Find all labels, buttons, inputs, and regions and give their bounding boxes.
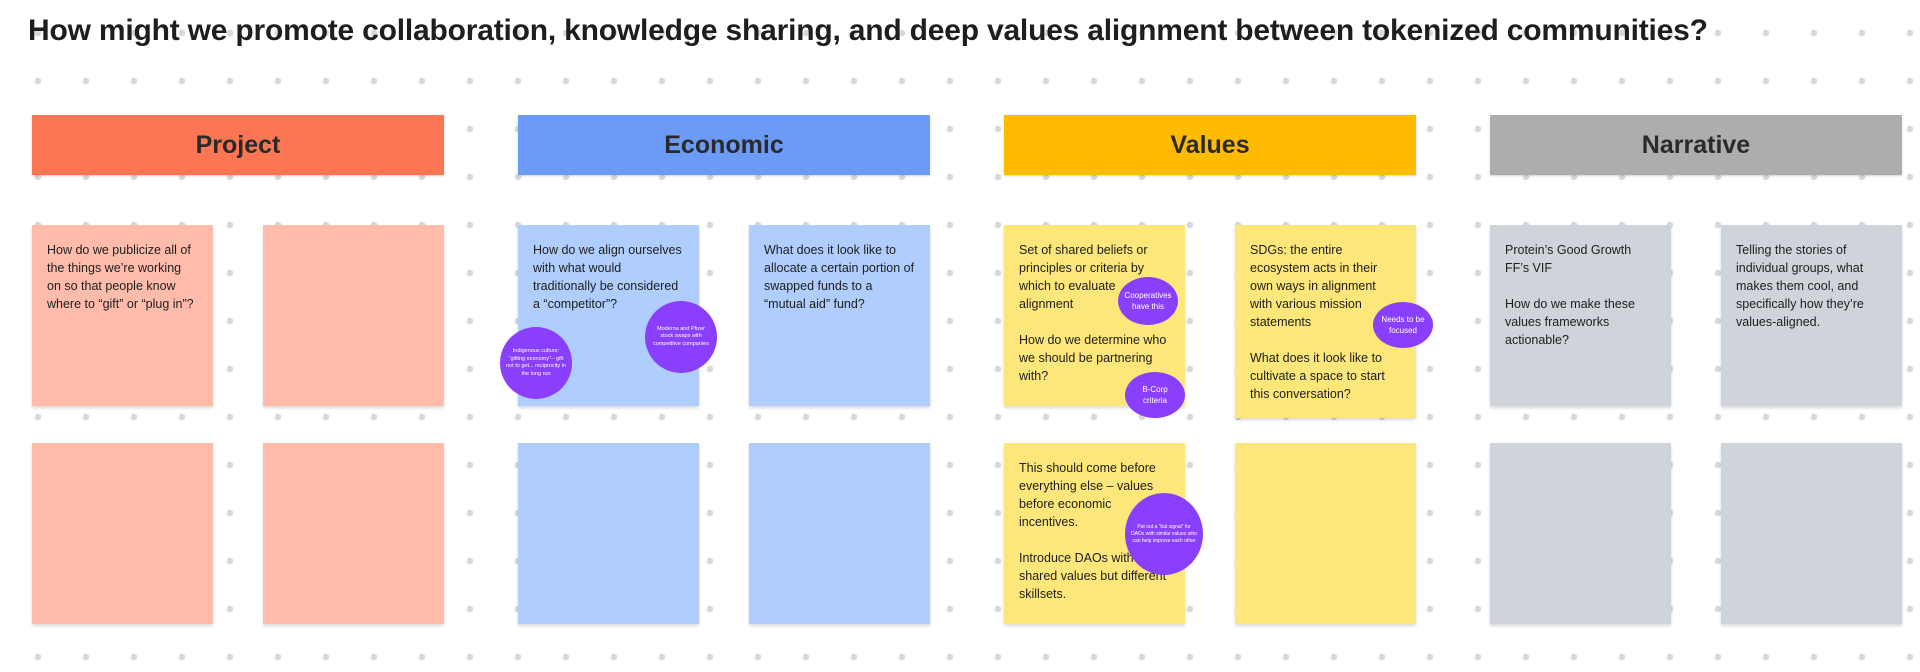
sticky-note-narrative-1[interactable]: Protein’s Good Growth FF’s VIF How do we…: [1490, 225, 1671, 406]
dot-note-indigenous-culture[interactable]: Indigenous culture: “gifting economy”-- …: [500, 327, 572, 399]
column-header-values[interactable]: Values: [1004, 115, 1416, 175]
dot-note-bat-signal[interactable]: Put out a “bat signal” for DAOs with sim…: [1125, 493, 1203, 575]
dot-note-needs-focus[interactable]: Needs to be focused: [1373, 302, 1433, 348]
sticky-note-project-4[interactable]: [263, 443, 444, 624]
sticky-note-narrative-3[interactable]: [1490, 443, 1671, 624]
sticky-note-narrative-2[interactable]: Telling the stories of individual groups…: [1721, 225, 1902, 406]
sticky-note-economic-4[interactable]: [749, 443, 930, 624]
sticky-note-project-3[interactable]: [32, 443, 213, 624]
column-header-narrative[interactable]: Narrative: [1490, 115, 1902, 175]
sticky-note-project-1[interactable]: How do we publicize all of the things we…: [32, 225, 213, 406]
column-header-economic[interactable]: Economic: [518, 115, 930, 175]
column-header-project[interactable]: Project: [32, 115, 444, 175]
sticky-note-values-4[interactable]: [1235, 443, 1416, 624]
sticky-note-economic-3[interactable]: [518, 443, 699, 624]
sticky-note-project-2[interactable]: [263, 225, 444, 406]
dot-note-cooperatives[interactable]: Cooperatives have this: [1118, 277, 1178, 325]
board-title: How might we promote collaboration, know…: [28, 14, 1708, 47]
sticky-note-narrative-4[interactable]: [1721, 443, 1902, 624]
dot-note-moderna-pfizer[interactable]: Moderna and Pfizer stock swaps with comp…: [645, 301, 717, 373]
sticky-note-economic-2[interactable]: What does it look like to allocate a cer…: [749, 225, 930, 406]
dot-note-bcorp[interactable]: B-Corp criteria: [1125, 372, 1185, 418]
